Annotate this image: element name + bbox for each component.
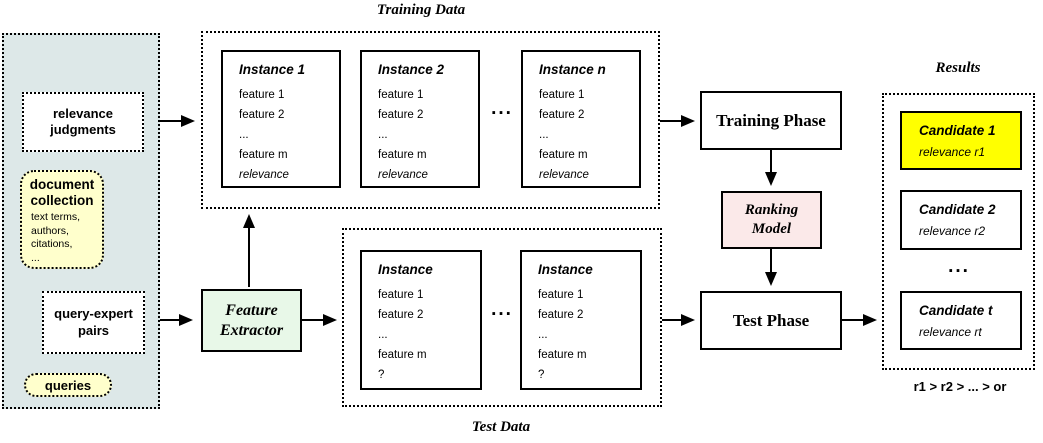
instance-title: Instance 1 (239, 62, 306, 77)
results-ellipsis: ... (948, 256, 970, 277)
document-collection-box: document collection text terms, authors,… (20, 170, 104, 269)
instance-features: feature 1 feature 2 ... feature m (378, 289, 427, 361)
candidate-relevance: relevance r2 (919, 224, 986, 238)
training-ellipsis: ... (491, 98, 513, 119)
candidate-2-box: Candidate 2 relevance r2 (900, 190, 1022, 250)
test-data-container: Instance feature 1 feature 2 ... feature… (342, 228, 662, 407)
query-expert-pairs-label: query-expert pairs (54, 306, 133, 338)
relevance-judgments-box: relevance judgments (22, 92, 144, 152)
instance-relevance: relevance (378, 169, 428, 181)
training-instance-1-box: Instance 1 feature 1 feature 2 ... featu… (221, 50, 341, 188)
candidate-title: Candidate 2 (919, 202, 996, 217)
queries-label: queries (44, 377, 92, 393)
instance-relevance: relevance (239, 169, 289, 181)
sources-panel: relevance judgments document collection … (2, 33, 160, 409)
candidate-title: Candidate 1 (919, 123, 996, 138)
instance-title: Instance (378, 262, 433, 277)
candidate-relevance: relevance rt (919, 325, 982, 339)
queries-pill: queries (24, 373, 112, 397)
training-instance-n-box: Instance n feature 1 feature 2 ... featu… (521, 50, 641, 188)
test-ellipsis: ... (491, 299, 513, 320)
instance-features: feature 1 feature 2 ... feature m (539, 89, 588, 161)
instance-features: feature 1 feature 2 ... feature m (378, 89, 427, 161)
training-data-title: Training Data (376, 2, 466, 18)
query-expert-pairs-box: query-expert pairs (42, 291, 145, 354)
training-instance-2-box: Instance 2 feature 1 feature 2 ... featu… (360, 50, 480, 188)
candidate-1-box: Candidate 1 relevance r1 (900, 111, 1022, 170)
test-phase-box: Test Phase (700, 291, 842, 350)
instance-relevance: relevance (539, 169, 589, 181)
candidate-relevance: relevance r1 (919, 145, 986, 159)
candidate-t-box: Candidate t relevance rt (900, 291, 1022, 350)
ranking-model-box: Ranking Model (721, 191, 822, 249)
candidate-title: Candidate t (919, 303, 993, 318)
instance-features: feature 1 feature 2 ... feature m (538, 289, 587, 361)
document-collection-title: document collection (29, 177, 95, 208)
document-collection-details: text terms, authors, citations, ... (31, 211, 81, 264)
relevance-judgments-label: relevance judgments (50, 105, 116, 137)
instance-title: Instance (538, 262, 593, 277)
results-container: Candidate 1 relevance r1 Candidate 2 rel… (882, 93, 1035, 370)
feature-extractor-box: Feature Extractor (201, 289, 302, 352)
results-title: Results (935, 60, 981, 76)
instance-title: Instance n (539, 62, 606, 77)
ranking-order-note: r1 > r2 > ... > or (913, 379, 1007, 394)
test-instance-1-box: Instance feature 1 feature 2 ... feature… (360, 250, 482, 390)
training-data-container: Instance 1 feature 1 feature 2 ... featu… (201, 31, 660, 209)
test-data-title: Test Data (471, 419, 531, 435)
instance-features: feature 1 feature 2 ... feature m (239, 89, 288, 161)
instance-unknown-relevance: ? (538, 369, 545, 381)
instance-unknown-relevance: ? (378, 369, 385, 381)
instance-title: Instance 2 (378, 62, 445, 77)
training-phase-box: Training Phase (700, 91, 842, 150)
test-instance-2-box: Instance feature 1 feature 2 ... feature… (520, 250, 642, 390)
